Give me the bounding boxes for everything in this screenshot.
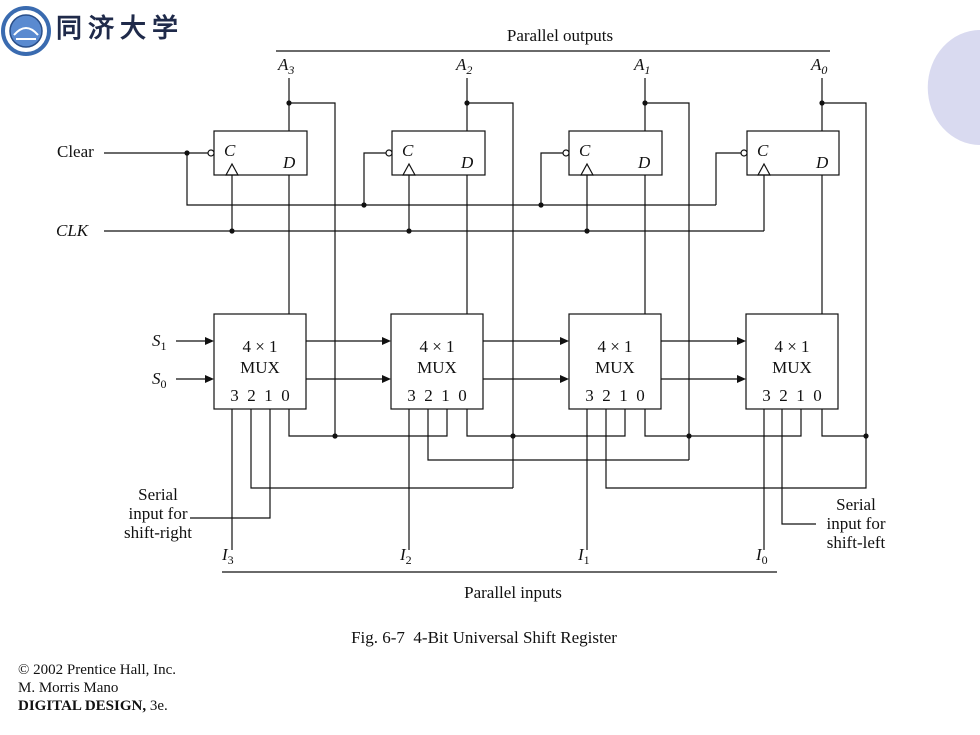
mux-0 <box>745 313 839 410</box>
select-arrowheads <box>205 337 746 383</box>
credits-author: M. Morris Mano <box>18 680 119 696</box>
ff3-c-label: C <box>224 141 236 160</box>
serial-left-line2: input for <box>826 514 885 533</box>
ff2-c-label: C <box>402 141 414 160</box>
parallel-inputs-label: Parallel inputs <box>464 583 562 602</box>
ff1-d-label: D <box>637 153 651 172</box>
mux-to-d-wires <box>288 175 823 314</box>
serial-right-line1: Serial <box>138 485 178 504</box>
mux1-pins: 3 2 1 0 <box>585 386 645 405</box>
mux3-line1: 4 × 1 <box>242 337 277 356</box>
mux1-line1: 4 × 1 <box>597 337 632 356</box>
s0-label: S0 <box>152 369 167 391</box>
credits-book-title: DIGITAL DESIGN, <box>18 698 147 714</box>
mux2-line1: 4 × 1 <box>419 337 454 356</box>
s1-label: S1 <box>152 331 167 353</box>
ff1-c-label: C <box>579 141 591 160</box>
university-name: 同济大学 <box>56 14 185 44</box>
clk-label: CLK <box>56 221 90 240</box>
mux2-line2: MUX <box>417 358 457 377</box>
mux3-line2: MUX <box>240 358 280 377</box>
input-label-i2: I2 <box>399 545 412 567</box>
mux1-line2: MUX <box>595 358 635 377</box>
mux-junction-dots <box>332 433 869 439</box>
mux-1 <box>568 313 662 410</box>
mux0-line2: MUX <box>772 358 812 377</box>
clear-label: Clear <box>57 142 94 161</box>
input-label-i1: I1 <box>577 545 590 567</box>
credits-block: © 2002 Prentice Hall, Inc. M. Morris Man… <box>18 661 176 715</box>
output-label-a1: A1 <box>633 55 650 77</box>
mux-input-wires <box>190 409 867 550</box>
ff3-d-label: D <box>282 153 296 172</box>
output-label-a2: A2 <box>455 55 472 77</box>
parallel-outputs-label: Parallel outputs <box>507 26 613 45</box>
credits-copyright: © 2002 Prentice Hall, Inc. <box>18 662 177 678</box>
mux3-pins: 3 2 1 0 <box>230 386 290 405</box>
serial-right-line3: shift-right <box>124 523 192 542</box>
mux-2 <box>390 313 484 410</box>
mux0-pins: 3 2 1 0 <box>762 386 822 405</box>
input-label-i0: I0 <box>755 545 768 567</box>
output-junction-dots <box>286 100 825 106</box>
serial-right-line2: input for <box>128 504 187 523</box>
mux-3 <box>213 313 307 410</box>
serial-left-line1: Serial <box>836 495 876 514</box>
clear-junction-dots <box>184 150 544 208</box>
output-wires <box>288 78 867 488</box>
university-logo-icon <box>0 5 52 57</box>
mux2-pins: 3 2 1 0 <box>407 386 467 405</box>
corner-decoration <box>927 30 980 145</box>
output-label-a0: A0 <box>810 55 827 77</box>
credits-book: DIGITAL DESIGN, 3e. <box>18 697 176 715</box>
mux0-line1: 4 × 1 <box>774 337 809 356</box>
output-label-a3: A3 <box>277 55 294 77</box>
credits-edition: 3e. <box>146 698 168 714</box>
ff0-c-label: C <box>757 141 769 160</box>
input-label-i3: I3 <box>221 545 234 567</box>
select-wires <box>176 340 740 380</box>
clk-junction-dots <box>229 228 590 234</box>
serial-left-line3: shift-left <box>827 533 886 552</box>
figure-caption: Fig. 6-7 4-Bit Universal Shift Register <box>351 628 617 647</box>
clk-wires <box>104 175 765 232</box>
ff0-d-label: D <box>815 153 829 172</box>
ff2-d-label: D <box>460 153 474 172</box>
